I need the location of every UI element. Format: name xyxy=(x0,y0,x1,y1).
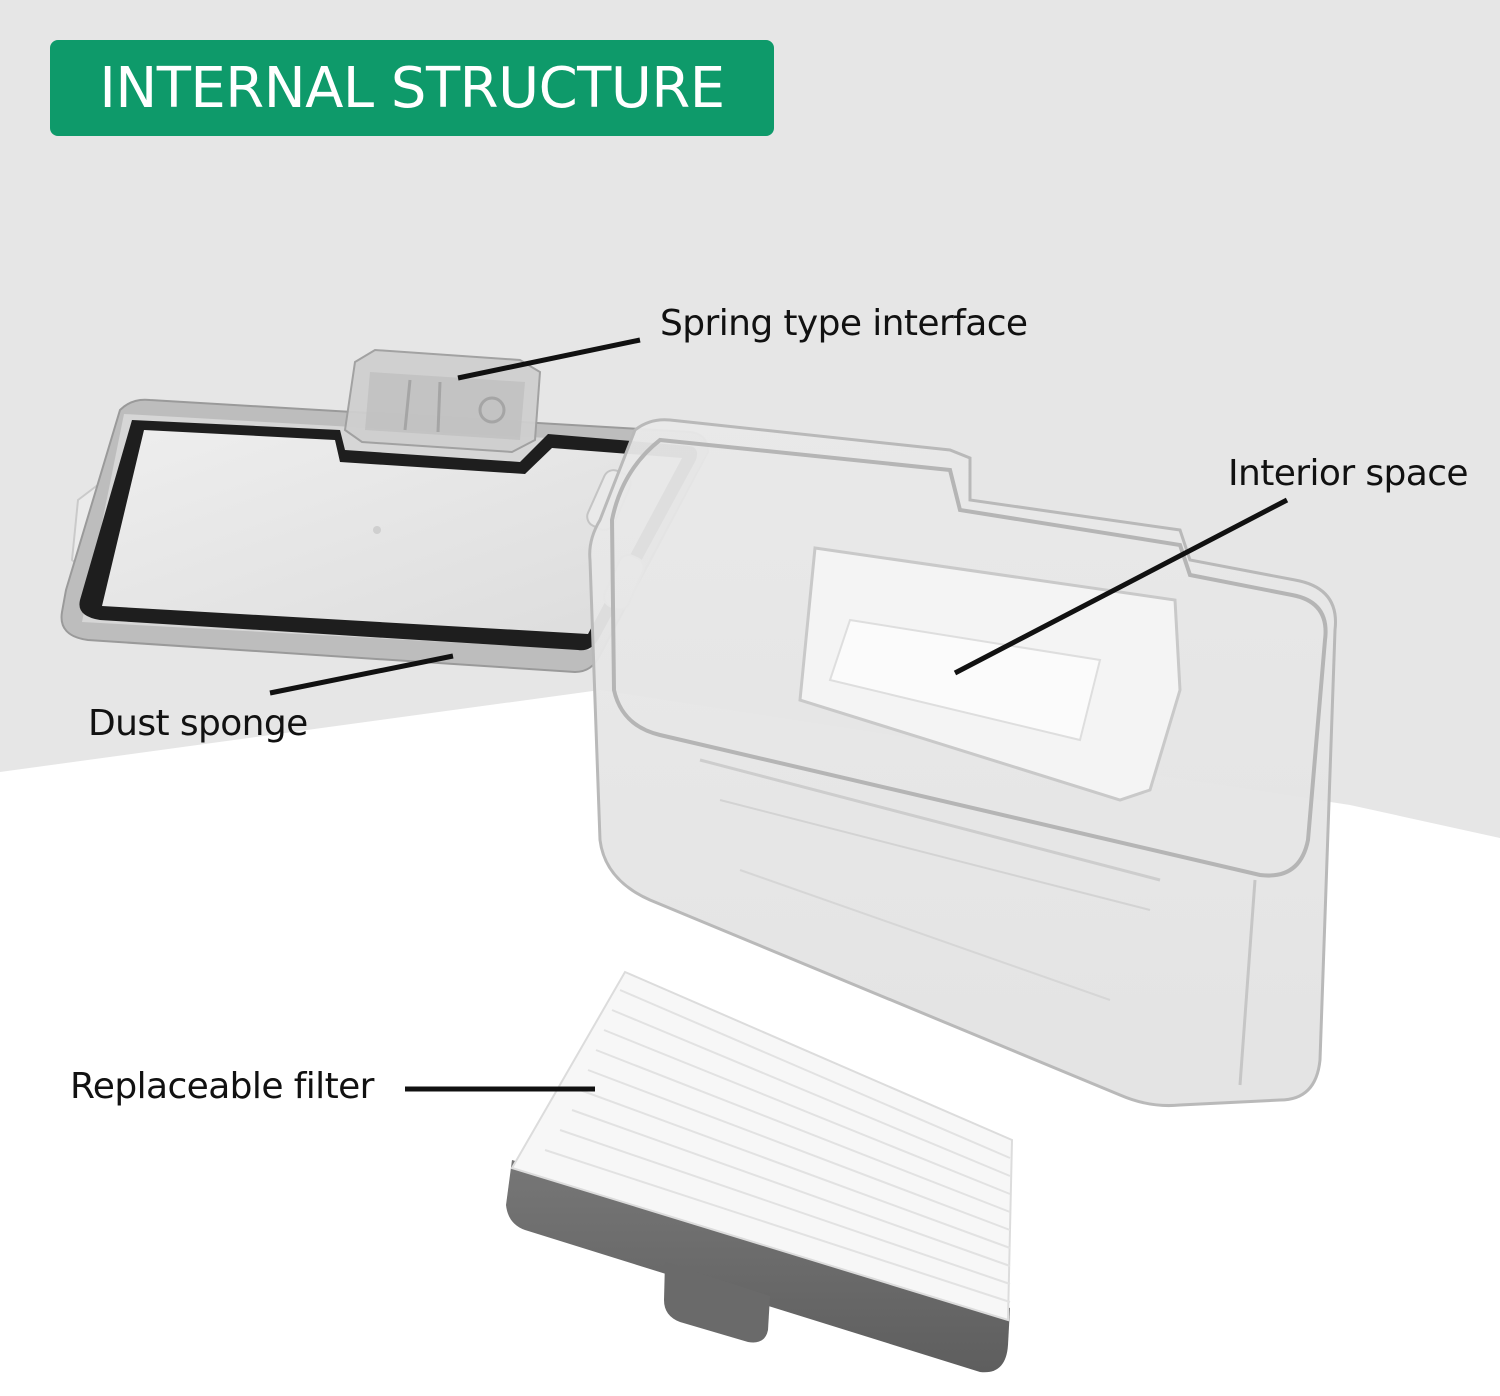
label-interior-space: Interior space xyxy=(1228,453,1469,494)
title-text: INTERNAL STRUCTURE xyxy=(99,55,725,121)
label-dust-sponge: Dust sponge xyxy=(88,703,308,744)
callout-line-interior xyxy=(953,497,1289,676)
title-badge: INTERNAL STRUCTURE xyxy=(50,40,774,136)
dust-box xyxy=(588,418,1337,1107)
callout-line-spring xyxy=(457,337,641,381)
callout-line-dust-sponge xyxy=(269,653,454,696)
label-replaceable-filter: Replaceable filter xyxy=(70,1066,374,1107)
label-spring-type-interface: Spring type interface xyxy=(660,303,1028,344)
hepa-filter xyxy=(506,970,1014,1373)
